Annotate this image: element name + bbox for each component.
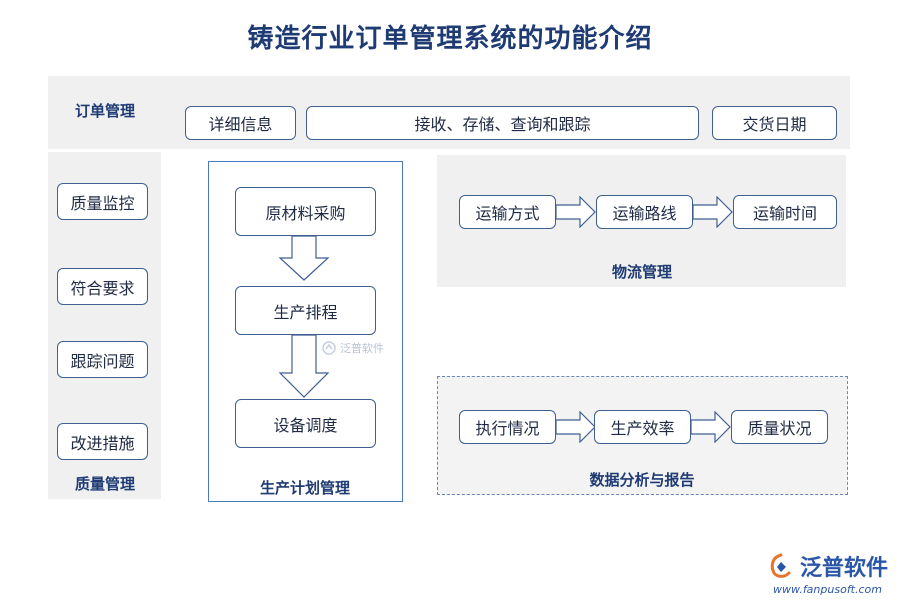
right-arrow-logistics-1 (556, 196, 596, 228)
production-schedule-box: 生产排程 (235, 286, 376, 335)
down-arrow-2 (278, 335, 330, 398)
quality-monitor-box: 质量监控 (57, 183, 148, 220)
transport-route-box: 运输路线 (596, 195, 693, 229)
execution-status-box: 执行情况 (459, 410, 556, 444)
right-arrow-analysis-2 (691, 411, 731, 443)
order-track-box: 接收、存储、查询和跟踪 (306, 106, 699, 140)
equipment-dispatch-box: 设备调度 (235, 399, 376, 448)
brand-url: www.fanpusoft.com (773, 583, 882, 596)
page-title: 铸造行业订单管理系统的功能介绍 (247, 24, 653, 54)
data-analysis-label: 数据分析与报告 (589, 471, 695, 489)
transport-time-box: 运输时间 (733, 195, 837, 229)
order-management-label: 订单管理 (74, 102, 135, 120)
production-planning-label: 生产计划管理 (259, 479, 350, 497)
improvement-box: 改进措施 (57, 423, 148, 460)
down-arrow-1 (278, 236, 330, 281)
logistics-label: 物流管理 (611, 263, 672, 281)
meet-requirements-box: 符合要求 (57, 268, 148, 305)
raw-material-box: 原材料采购 (235, 187, 376, 236)
track-issues-box: 跟踪问题 (57, 341, 148, 378)
order-detail-box: 详细信息 (185, 106, 296, 140)
watermark-logo-icon (322, 341, 336, 355)
quality-management-label: 质量管理 (74, 475, 135, 493)
brand-logo: 泛普软件 (768, 550, 888, 582)
right-arrow-logistics-2 (693, 196, 733, 228)
watermark: 泛普软件 (322, 340, 384, 356)
brand-logo-icon (770, 553, 791, 578)
quality-status-box: 质量状况 (731, 410, 828, 444)
production-efficiency-box: 生产效率 (594, 410, 691, 444)
brand-name: 泛普软件 (799, 556, 888, 581)
right-arrow-analysis-1 (556, 411, 596, 443)
delivery-date-box: 交货日期 (712, 106, 837, 140)
watermark-text: 泛普软件 (340, 342, 384, 355)
transport-mode-box: 运输方式 (459, 195, 556, 229)
